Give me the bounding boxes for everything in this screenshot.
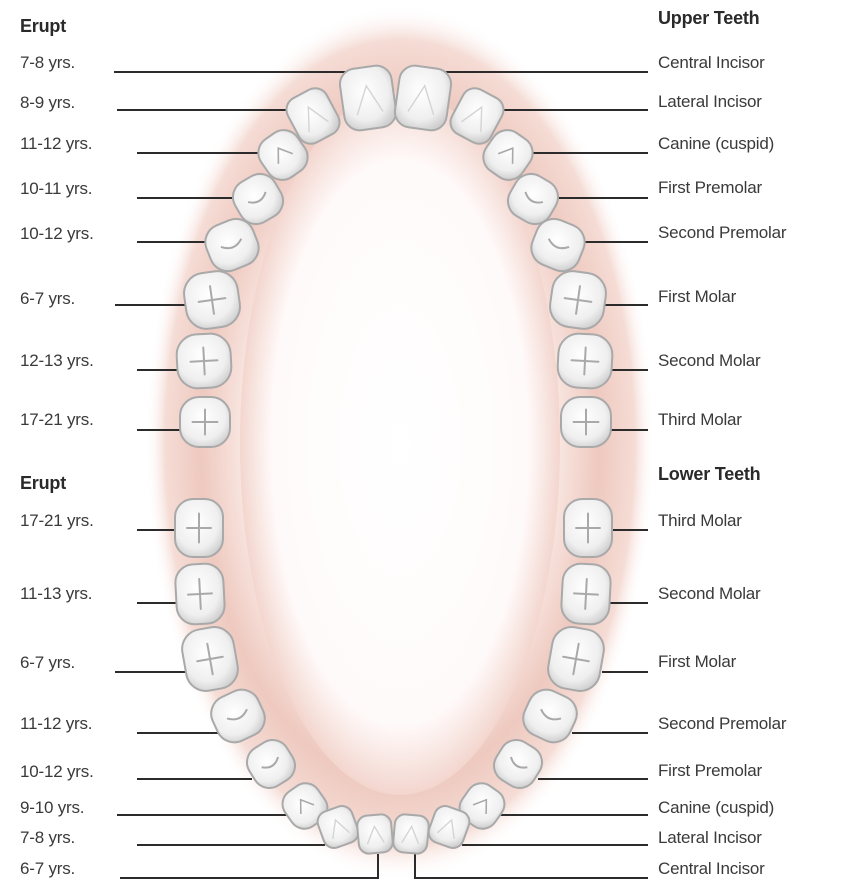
lower-second-premolar-age: 11-12 yrs.	[20, 714, 92, 734]
upper-first-molar-age: 6-7 yrs.	[20, 289, 75, 309]
lower-lateral-incisor-label: Lateral Incisor	[658, 828, 762, 848]
lower-central-incisor-age: 6-7 yrs.	[20, 859, 75, 879]
upper-first-molar-right-tooth	[547, 269, 608, 332]
upper-first-molar-left-tooth	[181, 269, 242, 332]
upper-third-molar-right-tooth	[561, 397, 611, 447]
upper-second-premolar-label: Second Premolar	[658, 223, 786, 243]
lower-first-molar-age: 6-7 yrs.	[20, 653, 75, 673]
lower-central-incisor-left-tooth	[356, 814, 393, 855]
lower-canine-label: Canine (cuspid)	[658, 798, 774, 818]
upper-teeth-heading: Upper Teeth	[658, 8, 759, 28]
upper-erupt-heading: Erupt	[20, 16, 66, 36]
upper-lateral-incisor-age: 8-9 yrs.	[20, 93, 75, 113]
lower-third-molar-age: 17-21 yrs.	[20, 511, 94, 531]
lower-first-premolar-label: First Premolar	[658, 761, 762, 781]
upper-central-incisor-label: Central Incisor	[658, 53, 765, 73]
lower-lateral-incisor-age: 7-8 yrs.	[20, 828, 75, 848]
lower-second-molar-right-tooth	[560, 563, 611, 625]
lower-second-molar-age: 11-13 yrs.	[20, 584, 92, 604]
lower-third-molar-label: Third Molar	[658, 511, 742, 531]
upper-second-molar-left-tooth	[176, 333, 233, 390]
upper-second-molar-age: 12-13 yrs.	[20, 351, 94, 371]
lower-second-molar-left-tooth	[174, 563, 225, 625]
upper-lateral-incisor-label: Lateral Incisor	[658, 92, 762, 112]
upper-first-premolar-age: 10-11 yrs.	[20, 179, 92, 199]
upper-third-molar-label: Third Molar	[658, 410, 742, 430]
lower-second-molar-label: Second Molar	[658, 584, 761, 604]
lower-central-incisor-right-tooth	[392, 814, 429, 855]
upper-canine-age: 11-12 yrs.	[20, 134, 92, 154]
upper-central-incisor-age: 7-8 yrs.	[20, 53, 75, 73]
lower-first-premolar-age: 10-12 yrs.	[20, 762, 94, 782]
lower-third-molar-left-tooth	[175, 499, 223, 557]
lower-central-incisor-label: Central Incisor	[658, 859, 765, 879]
lower-third-molar-right-tooth	[564, 499, 612, 557]
upper-first-premolar-label: First Premolar	[658, 178, 762, 198]
upper-canine-label: Canine (cuspid)	[658, 134, 774, 154]
lower-canine-age: 9-10 yrs.	[20, 798, 84, 818]
upper-second-premolar-age: 10-12 yrs.	[20, 224, 94, 244]
upper-central-incisor-left-tooth	[338, 64, 398, 133]
lower-first-molar-label: First Molar	[658, 652, 736, 672]
lower-erupt-heading: Erupt	[20, 473, 66, 493]
lower-teeth-heading: Lower Teeth	[658, 464, 760, 484]
upper-first-molar-label: First Molar	[658, 287, 736, 307]
upper-third-molar-left-tooth	[180, 397, 230, 447]
upper-third-molar-age: 17-21 yrs.	[20, 410, 94, 430]
upper-second-molar-label: Second Molar	[658, 351, 761, 371]
lower-second-premolar-label: Second Premolar	[658, 714, 786, 734]
upper-second-molar-right-tooth	[557, 333, 614, 390]
upper-central-incisor-right-tooth	[393, 64, 453, 133]
